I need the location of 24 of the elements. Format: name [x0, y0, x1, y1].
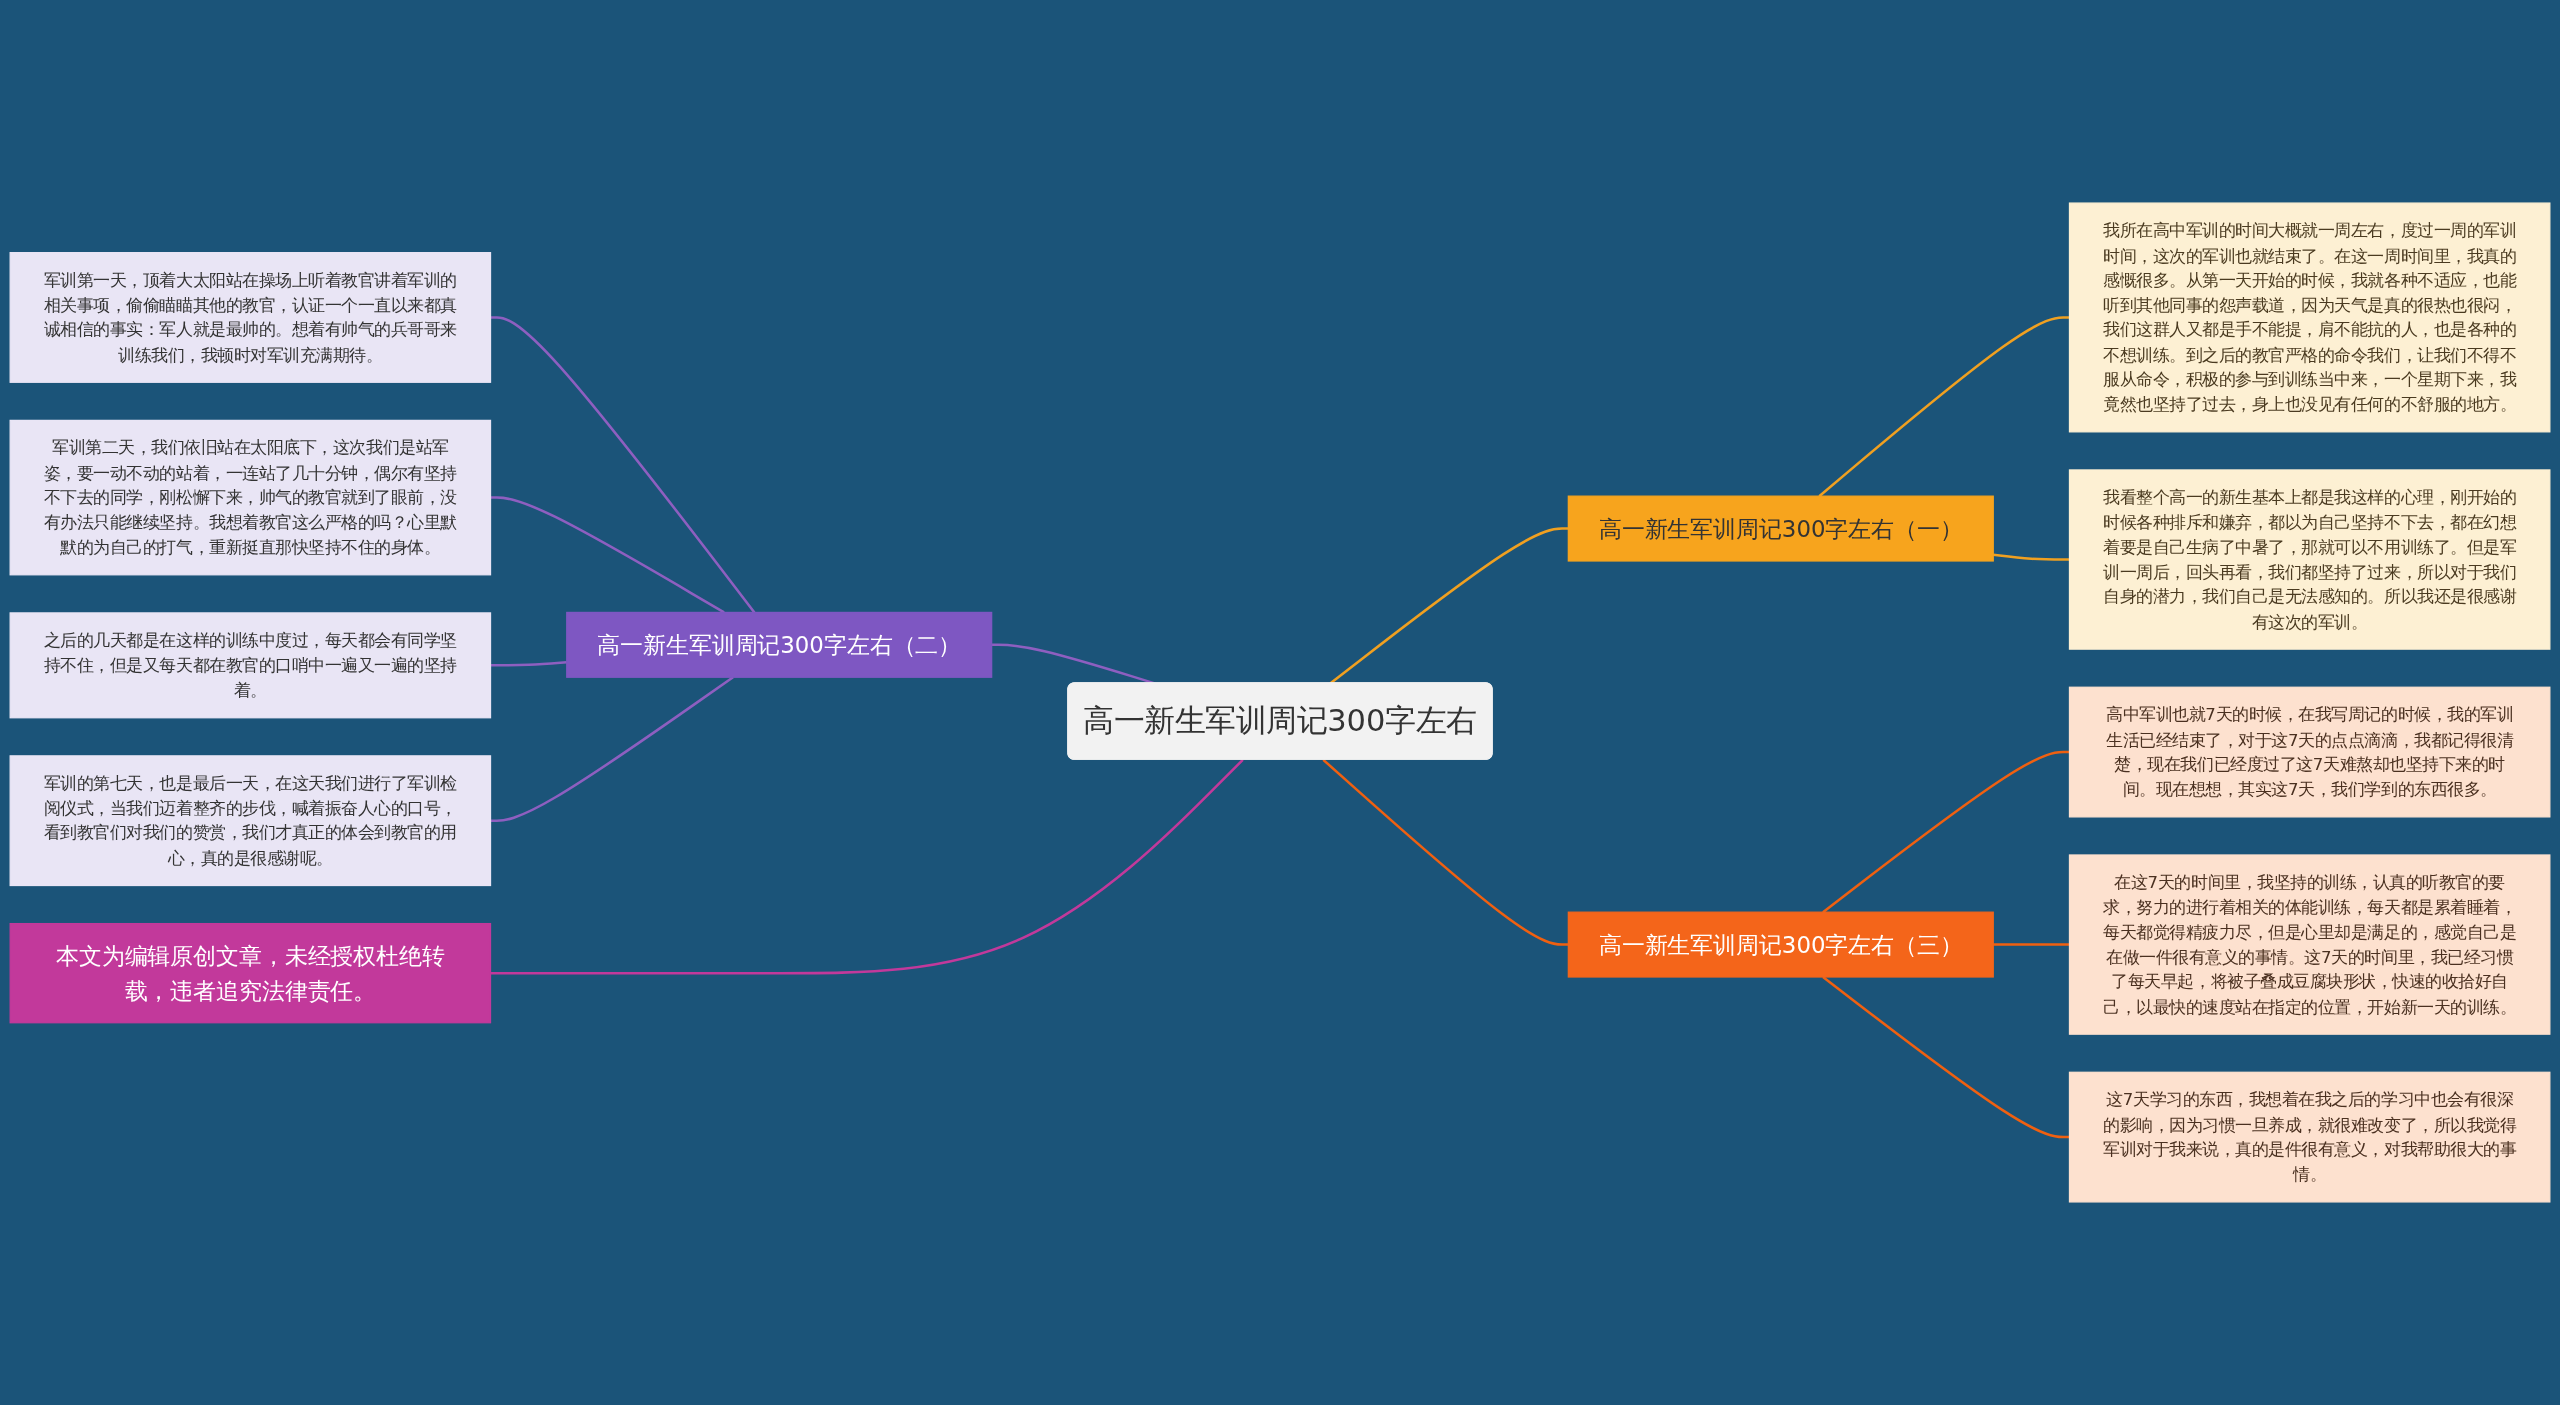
node-box: 在这7天的时间里，我坚持的训练，认真的听教官的要求，努力的进行着相关的体能训练，每天都是累着睡着，每天都觉得精疲力尽，但是心里却是满足的，感觉自己是在做一件很有意义的事情。这7天的时间里，我已经习惯了每天早起，将被子叠成豆腐块形状，快速的收拾好自己，以最快的速度站在指定的位置，开始新一天的训练。 [2068, 854, 2551, 1035]
node-box: 高一新生军训周记300字左右（三） [1567, 911, 1994, 978]
connector [490, 496, 725, 614]
connector [1993, 553, 2070, 561]
node-box: 军训的第七天，也是最后一天，在这天我们进行了军训检阅仪式，当我们迈着整齐的步伐，喊着振奋人心的口号，看到教官们对我们的赞赏，我们才真正的体会到教官的用心，真的是很感谢呢。 [9, 755, 492, 887]
node-box: 军训第一天，顶着大太阳站在操场上听着教官讲着军训的相关事项，偷偷瞄瞄其他的教官，认证一个一直以来都真诚相信的事实：军人就是最帅的。想着有帅气的兵哥哥来训练我们，我顿时对军训充满期待。 [9, 252, 492, 383]
connector [1993, 943, 2070, 946]
node-box: 之后的几天都是在这样的训练中度过，每天都会有同学坚持不住，但是又每天都在教官的口哨中一遍又一遍的坚持着。 [9, 612, 492, 719]
connector [490, 660, 567, 667]
connector [490, 758, 1244, 975]
connector [490, 676, 734, 822]
node-box: 这7天学习的东西，我想着在我之后的学习中也会有很深的影响，因为习惯一旦养成，就很难改变了，所以我觉得军训对于我来说，真的是件很有意义，对我帮助很大的事情。 [2068, 1071, 2551, 1203]
node-box: 军训第二天，我们依旧站在太阳底下，这次我们是站军姿，要一动不动的站着，一连站了几十分钟，偶尔有坚持不下去的同学，刚松懈下来，帅气的教官就到了眼前，没有办法只能继续坚持。我想着教官这么严格的吗？心里默默的为自己的打气，重新挺直那快坚持不住的身体。 [9, 419, 492, 576]
connector [1818, 316, 2070, 498]
connector [490, 316, 756, 614]
node-box: 本文为编辑原创文章，未经授权杜绝转载，违者追究法律责任。 [9, 922, 492, 1024]
node-box: 高一新生军训周记300字左右（一） [1567, 495, 1994, 562]
connector [1822, 750, 2070, 914]
node-box: 高一新生军训周记300字左右（二） [566, 611, 993, 678]
node-box: 高中军训也就7天的时候，在我写周记的时候，我的军训生活已经结束了，对于这7天的点点滴滴，我都记得很清楚，现在我们已经度过了这7天难熬却也坚持下来的时间。现在想想，其实这7天，我们学到的东西很多。 [2068, 686, 2551, 818]
connector [1322, 758, 1569, 946]
node-box: 我所在高中军训的时间大概就一周左右，度过一周的军训时间，这次的军训也就结束了。在这一周时间里，我真的感慨很多。从第一天开始的时候，我就各种不适应，也能听到其他同事的怨声载道，因为天气是真的很热也很闷，我们这群人又都是手不能提，肩不能抗的人，也是各种的不想训练。到之后的教官严格的命令我们，让我们不得不服从命令，积极的参与到训练当中来，一个星期下来，我竟然也坚持了过去，身上也没见有任何的不舒服的地方。 [2068, 202, 2551, 433]
node-box: 我看整个高一的新生基本上都是我这样的心理，刚开始的时候各种排斥和嫌弃，都以为自己坚持不下去，都在幻想着要是自己生病了中暑了，那就可以不用训练了。但是军训一周后，回头再看，我们都坚持了过来，所以对于我们自身的潜力，我们自己是无法感知的。所以我还是很感谢有这次的军训。 [2068, 469, 2551, 650]
connector [1822, 976, 2070, 1139]
